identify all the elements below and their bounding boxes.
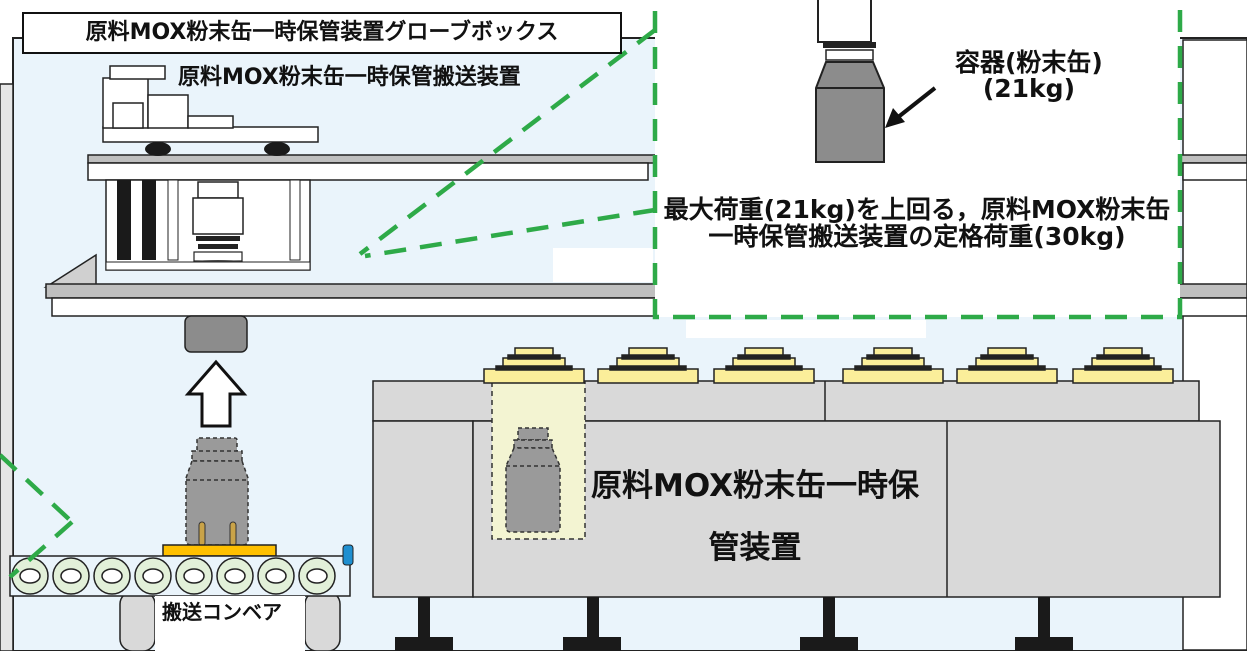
lifted-can	[184, 315, 248, 353]
storage-device	[372, 380, 1221, 651]
zoom-lines	[0, 28, 657, 579]
load-note: 最大荷重(21kg)を上回る，原料MOX粉末缶一時保管搬送装置の定格荷重(30k…	[663, 195, 1171, 251]
conveyor-label: 搬送コンベア	[162, 600, 282, 624]
glovebox-title: 原料MOX粉末缶一時保管装置グローブボックス	[22, 12, 622, 54]
up-arrow	[184, 359, 248, 428]
container-label: 容器(粉末缶) (21kg)	[955, 48, 1103, 104]
transport-device-label: 原料MOX粉末缶一時保管搬送装置	[178, 65, 521, 90]
can-on-conveyor	[162, 437, 277, 557]
storage-device-label: 原料MOX粉末缶一時保管装置	[591, 468, 919, 566]
callout-box	[652, 0, 1183, 320]
storage-lids	[483, 347, 1174, 384]
conveyor	[9, 544, 354, 652]
